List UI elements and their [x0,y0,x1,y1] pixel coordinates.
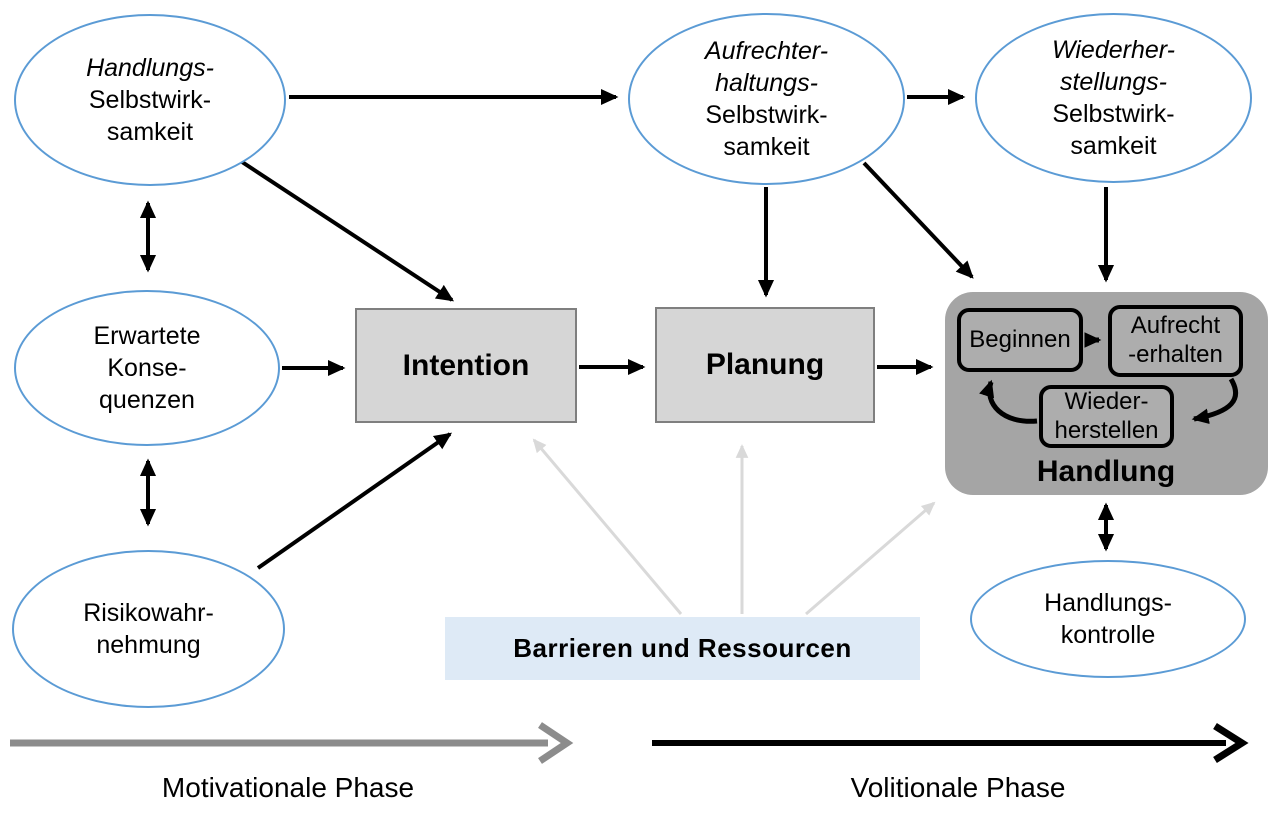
risk-perception-text: Risikowahr- nehmung [83,599,214,659]
barriers-resources-label: Barrieren und Ressourcen [513,633,852,663]
barriers-resources-box: Barrieren und Ressourcen [445,617,920,680]
maintenance-self-efficacy-italic: Aufrechter- haltungs- [704,37,829,97]
ellipse-outcome-expectancies: Erwartete Konse- quenzen [14,290,280,446]
outcome-expectancies-text: Erwartete Konse- quenzen [93,322,201,414]
maintain-box: Aufrecht -erhalten [1108,305,1243,377]
intention-label: Intention [402,348,530,382]
recovery-self-efficacy-italic: Wiederher- stellungs- [1052,36,1175,96]
maintain-label: Aufrecht -erhalten [1128,312,1223,368]
arrow-barriers-to-intention [532,438,683,615]
planning-label: Planung [705,348,825,381]
motivational-phase-text: Motivationale Phase [161,772,415,803]
action-title-label: Handlung [1036,455,1176,488]
recovery-self-efficacy-text: Selbstwirk- samkeit [1052,100,1175,160]
arrow-actionse-to-intention [234,156,455,302]
arrow-maintenancese-to-action [862,161,974,279]
action-title: Handlung [1000,452,1212,492]
initiate-box: Beginnen [957,308,1083,372]
action-self-efficacy-italic: Handlungs- [86,54,214,82]
planning-box: Planung [655,307,875,423]
arrow-barriers-to-action [805,501,936,616]
ellipse-action-self-efficacy: Handlungs- Selbstwirk- samkeit [14,14,286,186]
maintenance-self-efficacy-text: Selbstwirk- samkeit [705,101,828,161]
recover-box: Wieder- herstellen [1039,385,1174,448]
motivational-phase-label: Motivationale Phase [88,770,488,806]
volitional-phase-text: Volitionale Phase [850,772,1066,803]
motivational-phase-arrowhead [538,722,574,764]
action-control-text: Handlungs- kontrolle [1044,589,1172,649]
action-self-efficacy-text: Selbstwirk- samkeit [88,86,212,146]
ellipse-risk-perception: Risikowahr- nehmung [12,550,285,708]
recover-label: Wieder- herstellen [1054,387,1159,444]
ellipse-recovery-self-efficacy: Wiederher- stellungs- Selbstwirk- samkei… [975,13,1252,183]
intention-box: Intention [355,308,577,423]
volitional-phase-arrowhead [1213,723,1249,763]
initiate-label: Beginnen [969,325,1071,353]
arrow-risk-to-intention [256,432,453,570]
ellipse-maintenance-self-efficacy: Aufrechter- haltungs- Selbstwirk- samkei… [628,13,905,185]
volitional-phase-label: Volitionale Phase [758,770,1158,806]
ellipse-action-control: Handlungs- kontrolle [970,560,1246,678]
